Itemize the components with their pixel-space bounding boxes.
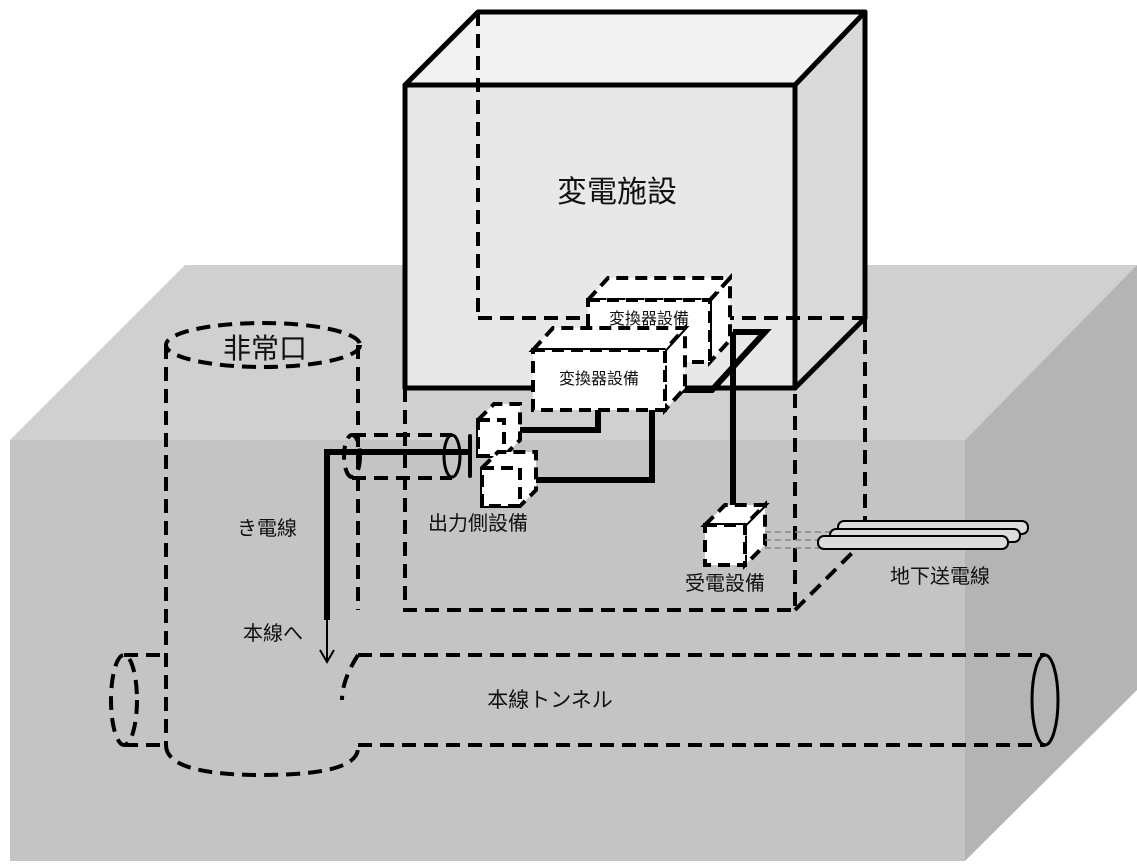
feeder-duct — [342, 433, 462, 480]
converter-upper-label: 変換器設備 — [609, 309, 689, 328]
building-top-face — [405, 12, 865, 85]
tunnel-top — [340, 653, 1045, 701]
converter-upper-top — [583, 276, 735, 302]
cable-pipe-front — [817, 535, 1009, 550]
emergency-shaft: 非常口 — [164, 321, 362, 778]
duct-left-end — [342, 433, 362, 479]
tunnel-right-end — [1030, 653, 1060, 747]
feeder-label: き電線 — [237, 516, 297, 540]
output-equipment-label: 出力側設備 — [428, 511, 528, 535]
output-equipment: 出力側設備 — [428, 402, 538, 535]
building-outline-edge — [792, 9, 868, 88]
main-tunnel: 本線トンネル — [109, 653, 1060, 747]
ground-side-face — [965, 265, 1137, 861]
ground-line-side — [792, 315, 868, 391]
converter-lower-top — [528, 326, 690, 352]
to-main-arrow-head — [319, 649, 335, 664]
building-outline-top — [402, 9, 868, 321]
underground-cable-label: 地下送電線 — [890, 564, 990, 588]
receiving-equipment-label: 受電設備 — [685, 571, 765, 595]
converter-link — [660, 329, 772, 393]
duct-right-end — [442, 433, 462, 479]
converter-lower: 変換器設備 — [528, 322, 690, 416]
basement-outline — [403, 318, 867, 612]
basement-side-bottom — [793, 538, 867, 612]
basement-front — [403, 388, 797, 612]
output-cable-lower — [525, 410, 655, 483]
underground-cables: 地下送電線 — [765, 520, 1029, 588]
building-side-face — [795, 12, 865, 388]
converter-lower-label: 変換器設備 — [559, 369, 639, 388]
output-box2-front — [480, 466, 522, 508]
receiving-box-top — [700, 503, 770, 527]
feeder-cable — [324, 449, 470, 620]
converter-upper: 変換器設備 — [583, 272, 735, 368]
feeder-annotations: き電線 本線へ — [237, 516, 335, 664]
receiving-box-front — [703, 523, 747, 567]
converter-lower-front — [531, 348, 667, 412]
substation-label: 変電施設 — [557, 175, 677, 210]
cables — [324, 329, 772, 620]
main-tunnel-label: 本線トンネル — [487, 688, 613, 712]
to-main-line-label: 本線へ — [243, 621, 303, 645]
output-cable-upper — [518, 410, 601, 433]
emergency-exit-label: 非常口 — [223, 332, 307, 365]
receiving-equipment: 受電設備 — [685, 500, 770, 595]
